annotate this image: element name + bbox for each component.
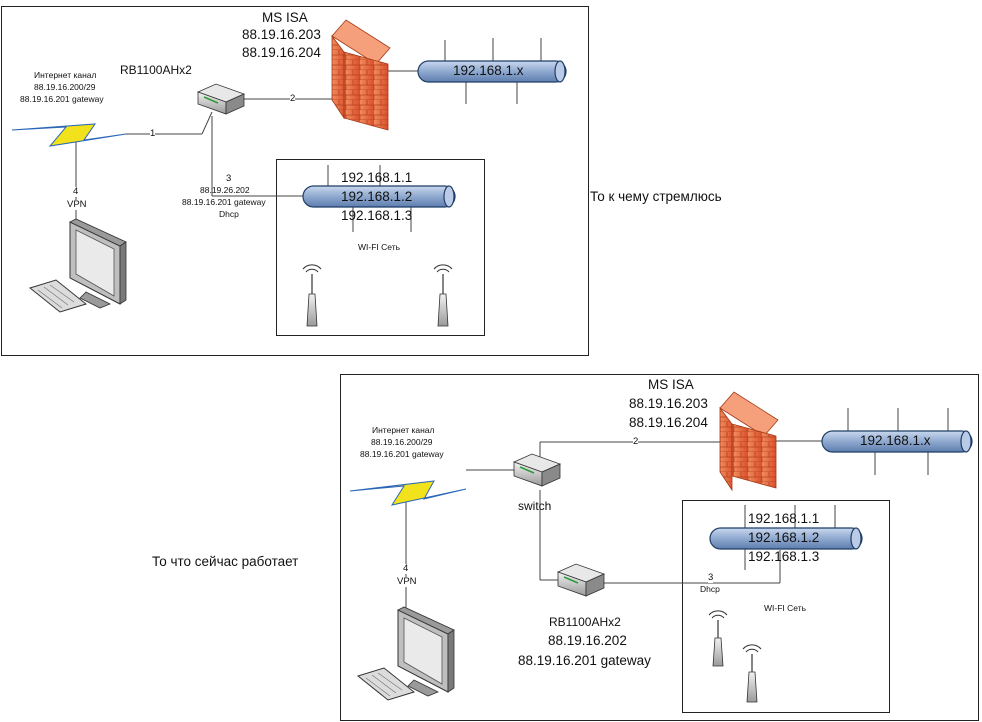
bottom-wifi-ip1: 192.168.1.1 xyxy=(748,511,820,526)
top-port3-gw: 88.19.16.201 gateway xyxy=(182,197,266,207)
bottom-link-3-dhcp: Dhcp xyxy=(700,584,720,594)
bottom-router-name: RB1100AHx2 xyxy=(549,615,621,629)
bottom-antenna-icon-2 xyxy=(742,644,762,703)
top-wifi-bus-icon xyxy=(302,185,456,208)
top-vpn-label: VPN xyxy=(67,199,87,210)
bottom-router-gw: 88.19.16.201 gateway xyxy=(518,653,651,668)
bottom-wifi-ip2: 192.168.1.2 xyxy=(748,530,820,545)
bottom-link-3-label: 3 xyxy=(708,572,714,583)
top-computer-icon xyxy=(28,218,127,313)
top-wifi-frame xyxy=(276,159,485,336)
bottom-link-4-label: 4 xyxy=(403,563,409,574)
top-link-3-label: 3 xyxy=(226,173,232,184)
top-wifi-ip3: 192.168.1.3 xyxy=(341,208,413,223)
bottom-wifi-ip3: 192.168.1.3 xyxy=(748,549,820,564)
bottom-internet-label: Интернет канал xyxy=(372,425,435,435)
bottom-diagram-frame xyxy=(340,374,979,721)
bottom-internet-gw: 88.19.16.201 gateway xyxy=(360,449,444,459)
bottom-link-2-label: 2 xyxy=(633,436,639,447)
top-antenna-icon-1 xyxy=(302,264,322,327)
bottom-wifi-label: WI-FI Сеть xyxy=(764,603,807,613)
top-link-2-label: 2 xyxy=(290,93,296,104)
bottom-caption: То что сейчас работает xyxy=(152,554,299,569)
top-link-1-label: 1 xyxy=(150,128,156,139)
bottom-wifi-bus-icon xyxy=(709,527,863,550)
top-port3-ip: 88.19.26.202 xyxy=(200,185,250,195)
top-router-icon xyxy=(196,83,246,115)
bottom-router-ip: 88.19.16.202 xyxy=(548,633,627,648)
bottom-lan-net: 192.168.1.x xyxy=(860,433,931,448)
bottom-internet-net: 88.19.16.200/29 xyxy=(371,437,433,447)
bottom-isa-ip1: 88.19.16.203 xyxy=(629,396,708,411)
top-isa-name: MS ISA xyxy=(262,10,308,25)
top-link-1b xyxy=(201,111,213,135)
bottom-switch-icon xyxy=(512,453,562,487)
bottom-lan-bus-icon xyxy=(821,430,973,453)
top-port3-dhcp: Dhcp xyxy=(219,209,239,219)
bottom-firewall-icon xyxy=(719,391,779,492)
top-lan-net: 192.168.1.x xyxy=(453,63,524,78)
bottom-isa-name: MS ISA xyxy=(648,377,694,392)
top-router-name: RB1100AHx2 xyxy=(120,63,192,77)
top-wifi-ip2: 192.168.1.2 xyxy=(341,189,413,204)
top-wifi-ip1: 192.168.1.1 xyxy=(341,170,413,185)
top-link-4-label: 4 xyxy=(73,186,79,197)
top-diagram-frame xyxy=(1,6,589,356)
bottom-isa-ip2: 88.19.16.204 xyxy=(629,415,708,430)
top-lightning-icon xyxy=(11,123,127,147)
top-isa-ip2: 88.19.16.204 xyxy=(242,45,321,60)
bottom-switch-label: switch xyxy=(518,499,552,513)
bottom-router-icon xyxy=(556,563,606,597)
bottom-computer-icon xyxy=(356,606,455,701)
bottom-lightning-icon xyxy=(349,480,467,506)
top-internet-label: Интернет канал xyxy=(34,70,97,80)
bottom-antenna-icon-1 xyxy=(708,610,728,667)
top-isa-ip1: 88.19.16.203 xyxy=(242,27,321,42)
top-antenna-icon-2 xyxy=(433,264,453,327)
bottom-vpn-label: VPN xyxy=(397,576,417,587)
top-caption: То к чему стремлюсь xyxy=(590,189,722,204)
top-internet-net: 88.19.16.200/29 xyxy=(34,82,96,92)
top-firewall-icon xyxy=(331,19,391,131)
top-wifi-label: WI-FI Сеть xyxy=(358,242,401,252)
top-internet-gw: 88.19.16.201 gateway xyxy=(20,94,104,104)
bottom-wifi-frame xyxy=(682,500,890,713)
top-lan-bus-icon xyxy=(417,60,567,83)
